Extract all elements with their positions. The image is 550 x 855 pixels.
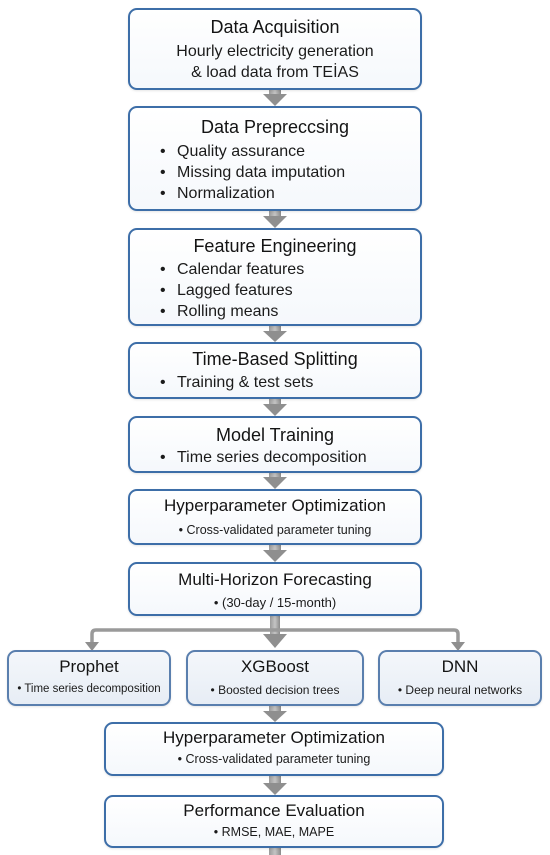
xgboost-bullet: Boosted decision trees: [188, 683, 362, 697]
hyperparameter-optimization-bullet: Cross-validated parameter tuning: [106, 752, 442, 766]
data-acquisition-line: Hourly electricity generation: [176, 43, 374, 60]
xgboost-model-box: XGBoost Boosted decision trees: [186, 650, 364, 706]
bottom-stub: [269, 847, 281, 855]
performance-evaluation-bullet: RMSE, MAE, MAPE: [106, 825, 442, 839]
dnn-title: DNN: [441, 657, 479, 676]
data-preprocessing-box: Data Prepreccsing Quality assurance Miss…: [128, 106, 422, 211]
model-training-list: Time series decomposition: [160, 447, 420, 468]
down-arrow: [263, 210, 287, 228]
model-training-box: Model Training Time series decomposition: [128, 416, 422, 473]
list-item: Normalization: [160, 183, 420, 204]
dnn-bullet: Deep neural networks: [380, 683, 540, 697]
list-item: Rolling means: [160, 301, 420, 322]
hyperparameter-optimization-bullet: Cross-validated parameter tuning: [130, 523, 420, 537]
list-item: Time series decomposition: [160, 447, 420, 468]
xgboost-title: XGBoost: [240, 657, 310, 676]
feature-engineering-title: Feature Engineering: [193, 236, 357, 256]
list-item: Missing data imputation: [160, 162, 420, 183]
hyperparameter-optimization-box: Hyperparameter Optimization Cross-valida…: [104, 722, 444, 776]
hyperparameter-optimization-title: Hyperparameter Optimization: [163, 496, 387, 515]
data-acquisition-title: Data Acquisition: [210, 17, 340, 37]
data-preprocessing-list: Quality assurance Missing data imputatio…: [160, 141, 420, 204]
performance-evaluation-box: Performance Evaluation RMSE, MAE, MAPE: [104, 795, 444, 848]
hyperparameter-optimization-box: Hyperparameter Optimization Cross-valida…: [128, 489, 422, 545]
list-item: Training & test sets: [160, 372, 420, 393]
prophet-title: Prophet: [59, 657, 119, 676]
dnn-model-box: DNN Deep neural networks: [378, 650, 542, 706]
list-item: Lagged features: [160, 280, 420, 301]
feature-engineering-list: Calendar features Lagged features Rollin…: [160, 259, 420, 322]
down-arrow: [263, 89, 287, 106]
branch-connector: [85, 615, 465, 651]
prophet-bullet: Time series decomposition: [9, 683, 169, 695]
hyperparameter-optimization-title: Hyperparameter Optimization: [162, 728, 386, 747]
down-arrow: [263, 545, 287, 562]
list-item: Calendar features: [160, 259, 420, 280]
prophet-model-box: Prophet Time series decomposition: [7, 650, 171, 706]
data-acquisition-box: Data Acquisition Hourly electricity gene…: [128, 8, 422, 90]
model-training-title: Model Training: [215, 425, 335, 445]
multi-horizon-forecasting-box: Multi-Horizon Forecasting (30-day / 15-m…: [128, 562, 422, 616]
data-preprocessing-title: Data Prepreccsing: [200, 117, 350, 137]
time-based-splitting-box: Time-Based Splitting Training & test set…: [128, 342, 422, 399]
down-arrow: [263, 775, 287, 795]
list-item: Quality assurance: [160, 141, 420, 162]
down-arrow: [263, 473, 287, 489]
down-arrow: [263, 705, 287, 722]
time-based-splitting-title: Time-Based Splitting: [192, 349, 358, 369]
down-arrow: [263, 399, 287, 416]
down-arrow: [263, 325, 287, 342]
performance-evaluation-title: Performance Evaluation: [183, 801, 365, 820]
multi-horizon-forecasting-note: (30-day / 15-month): [130, 595, 420, 610]
data-acquisition-line: & load data from TEİAS: [191, 64, 359, 81]
time-based-splitting-list: Training & test sets: [160, 372, 420, 393]
multi-horizon-forecasting-title: Multi-Horizon Forecasting: [178, 570, 372, 589]
feature-engineering-box: Feature Engineering Calendar features La…: [128, 228, 422, 326]
